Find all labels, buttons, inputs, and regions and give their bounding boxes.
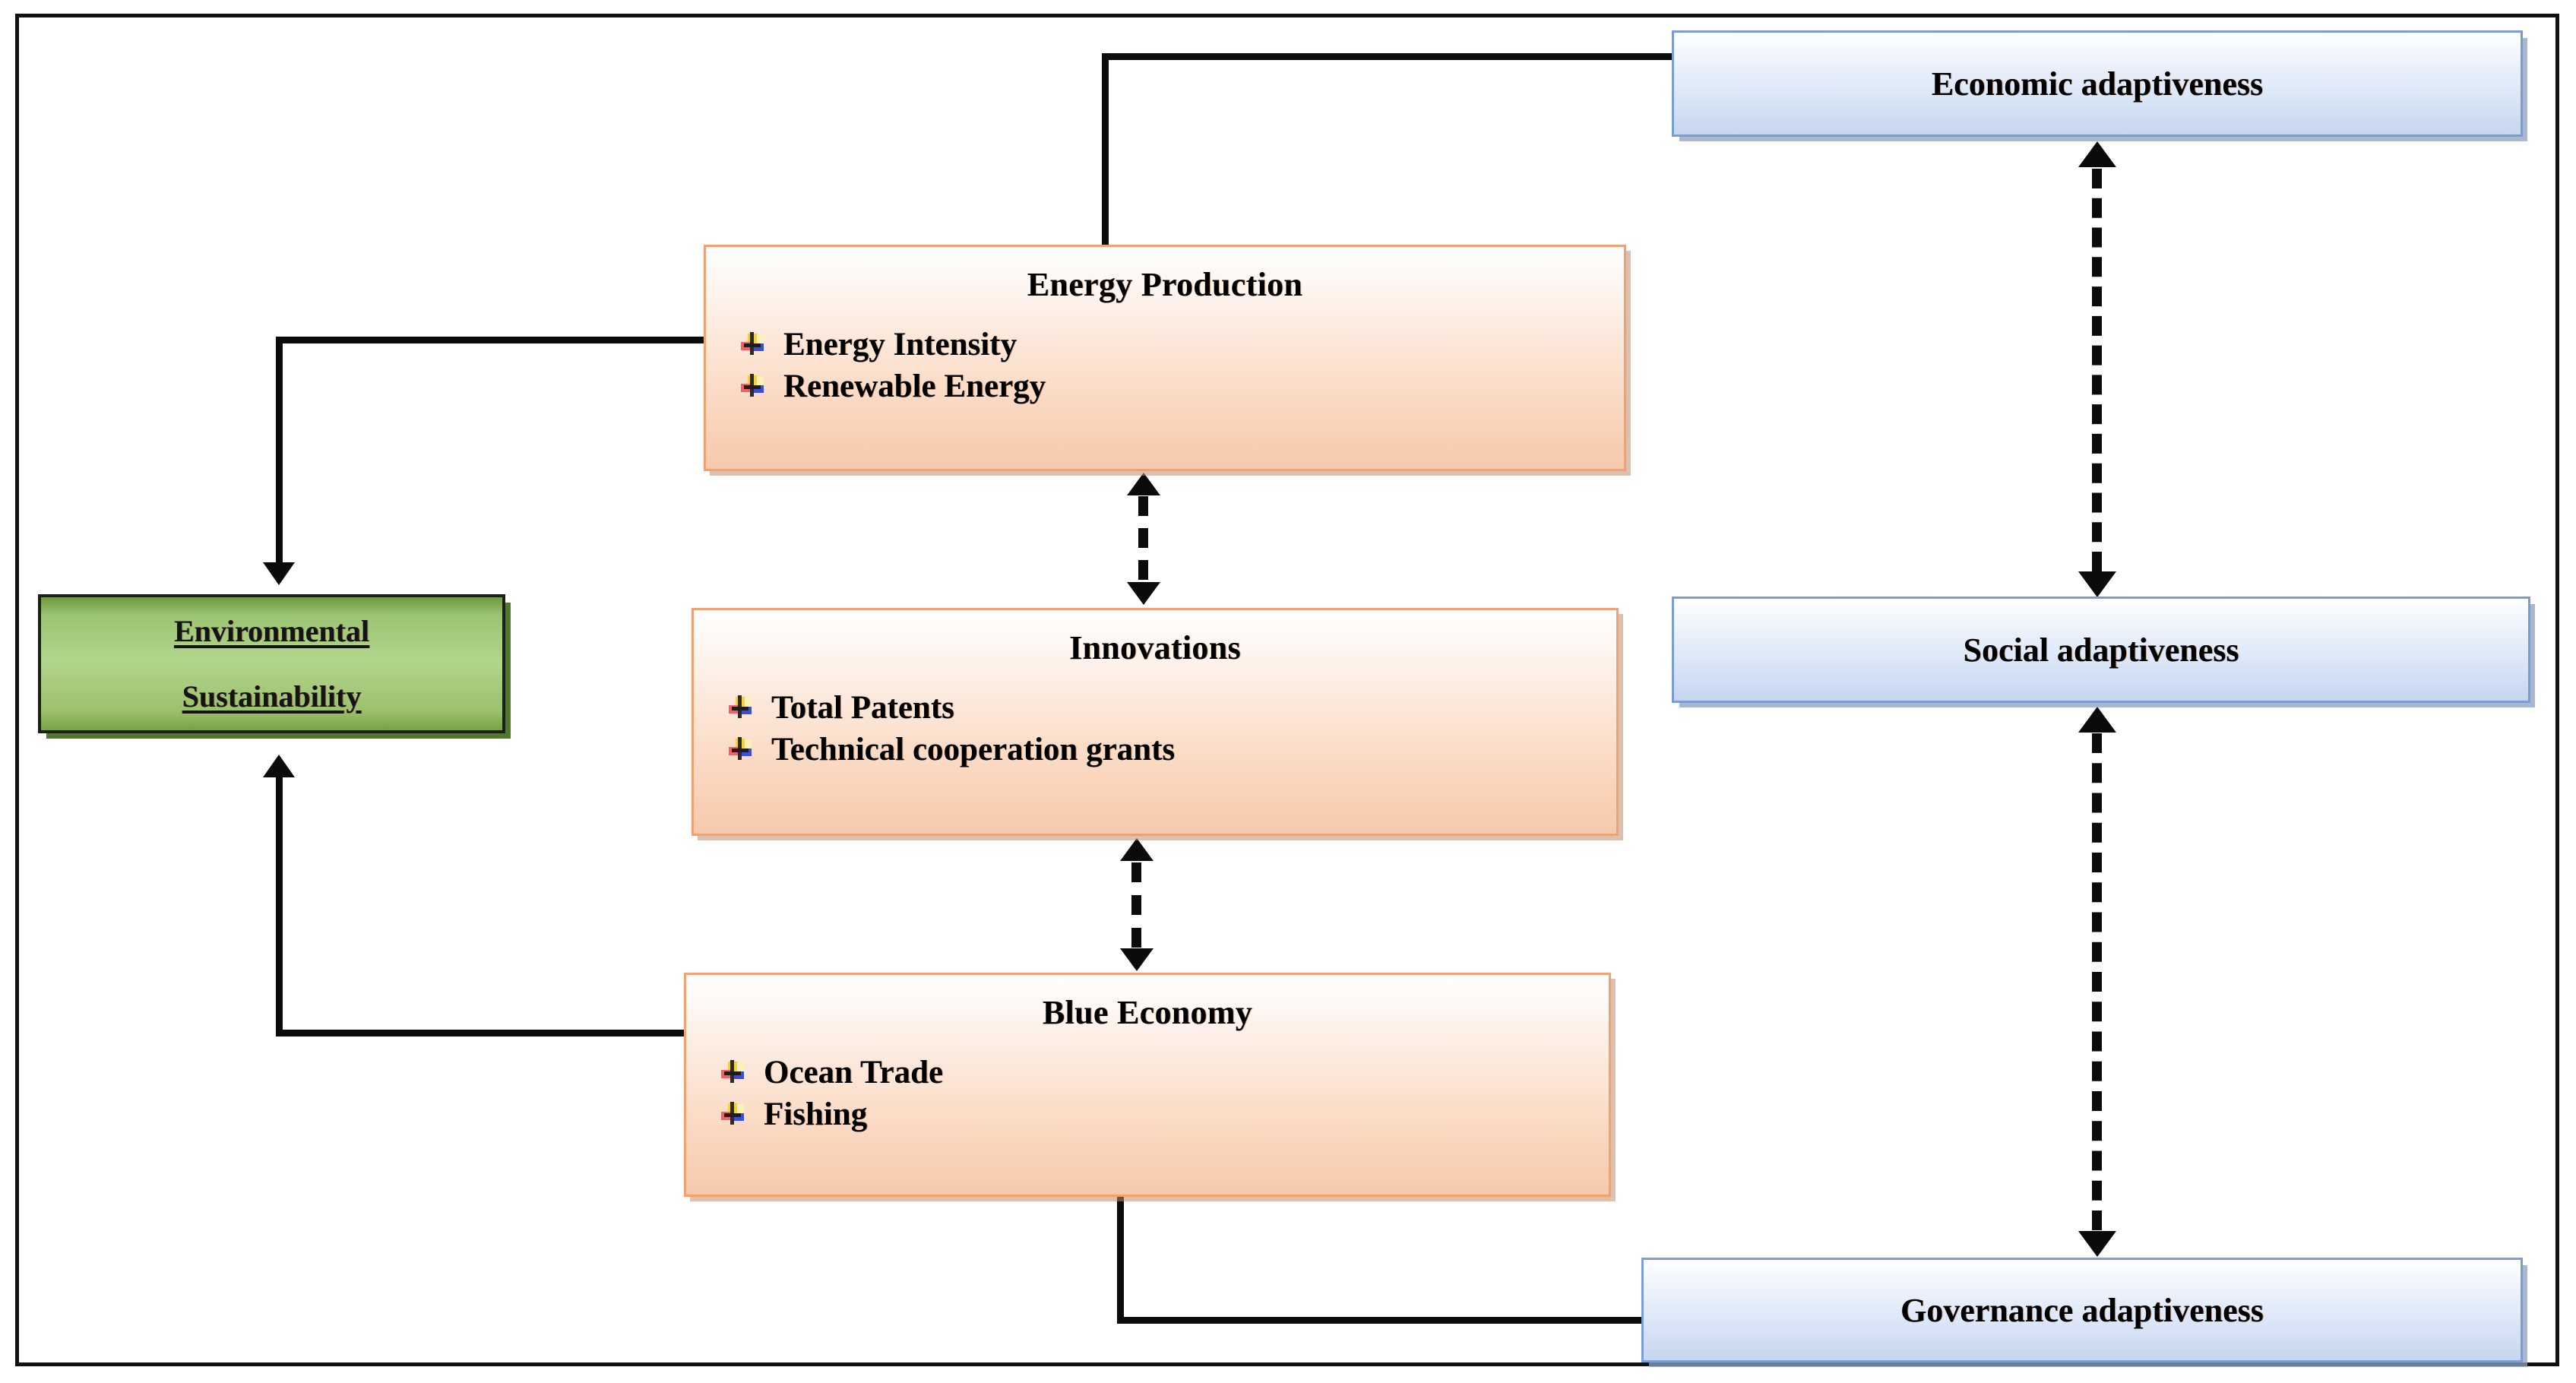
arrowhead-down-innovations-blue [1120,948,1154,971]
driver-node-energy-production[interactable]: Energy Production Energy Intensity Renew… [704,245,1626,471]
connector-energy-to-green-horizontal [276,337,709,343]
driver-node-innovations[interactable]: Innovations Total Patents Technical coop… [691,608,1619,836]
driver-node-item-list: Total Patents Technical cooperation gran… [694,689,1616,768]
arrowhead-blue-to-green [263,755,295,777]
list-item: Total Patents [729,689,1616,726]
outcome-node-governance-adaptiveness[interactable]: Governance adaptiveness [1641,1258,2523,1362]
target-node-environmental-sustainability[interactable]: Environmental Sustainability [38,594,505,733]
driver-node-blue-economy[interactable]: Blue Economy Ocean Trade Fishing [684,973,1611,1197]
connector-blue-to-governance-horizontal [1117,1317,1649,1324]
arrowhead-up-social-governance [2078,707,2116,733]
list-item: Energy Intensity [741,326,1624,363]
list-item: Fishing [721,1096,1609,1133]
list-item: Renewable Energy [741,368,1624,405]
connector-blue-to-governance-vertical [1117,1193,1124,1324]
arrowhead-up-energy-innovations [1127,473,1160,495]
driver-node-item-label: Fishing [764,1097,868,1133]
arrowhead-down-energy-innovations [1127,582,1160,605]
outcome-node-social-adaptiveness[interactable]: Social adaptiveness [1672,597,2530,703]
outcome-node-label: Governance adaptiveness [1900,1291,2264,1329]
connector-energy-to-economic-vertical [1102,53,1109,248]
pinwheel-bullet-icon [721,1101,744,1128]
list-item: Ocean Trade [721,1054,1609,1091]
driver-node-item-label: Renewable Energy [783,369,1046,405]
connector-blue-to-green-vertical [276,775,283,1036]
driver-node-title: Innovations [1069,629,1241,666]
arrowhead-up-innovations-blue [1120,838,1154,861]
dashed-line-economic-social [2092,169,2102,571]
outcome-node-label: Economic adaptiveness [1931,65,2264,103]
driver-node-title: Blue Economy [1042,994,1253,1031]
pinwheel-bullet-icon [729,736,752,763]
driver-node-item-list: Energy Intensity Renewable Energy [706,326,1624,405]
arrowhead-up-economic-social [2078,141,2116,167]
driver-node-item-label: Energy Intensity [783,327,1017,363]
driver-node-item-label: Ocean Trade [764,1055,944,1091]
diagram-outer-frame [15,14,2559,1366]
connector-blue-to-green-horizontal [276,1030,695,1036]
driver-node-title: Energy Production [1027,266,1303,303]
list-item: Technical cooperation grants [729,731,1616,768]
arrowhead-down-social-governance [2078,1231,2116,1257]
connector-energy-to-economic-horizontal [1102,53,1679,60]
dashed-line-innovations-blue [1131,862,1141,948]
outcome-node-economic-adaptiveness[interactable]: Economic adaptiveness [1672,30,2523,137]
dashed-line-social-governance [2092,733,2102,1230]
driver-node-item-list: Ocean Trade Fishing [686,1054,1609,1133]
target-node-line-1: Environmental [173,613,370,648]
outcome-node-label: Social adaptiveness [1963,631,2239,669]
pinwheel-bullet-icon [741,331,764,358]
pinwheel-bullet-icon [721,1059,744,1086]
arrowhead-energy-to-green [263,562,295,585]
pinwheel-bullet-icon [741,373,764,400]
pinwheel-bullet-icon [729,695,752,721]
driver-node-item-label: Total Patents [771,690,954,726]
dashed-line-energy-innovations [1138,496,1148,580]
arrowhead-down-economic-social [2078,571,2116,597]
target-node-line-2: Sustainability [182,679,362,714]
connector-energy-to-green-vertical [276,337,283,563]
driver-node-item-label: Technical cooperation grants [771,732,1176,768]
